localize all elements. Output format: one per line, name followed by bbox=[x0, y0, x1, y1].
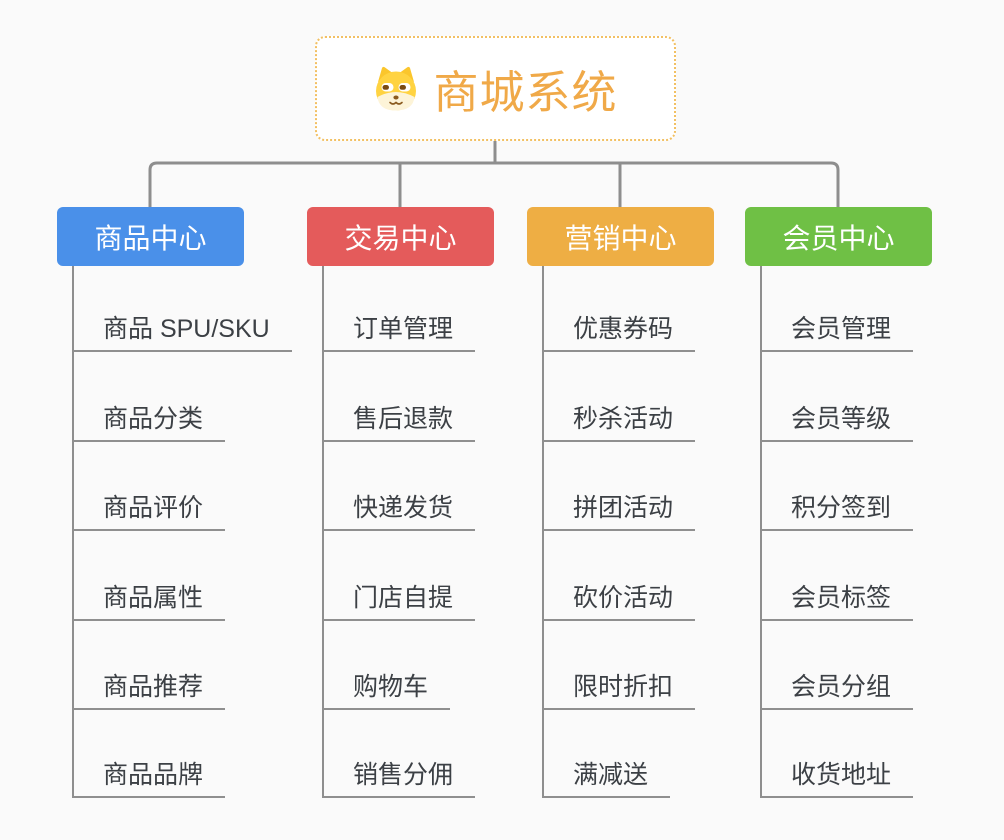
branch-2: 营销中心优惠券码秒杀活动拼团活动砍价活动限时折扣满减送 bbox=[527, 207, 714, 798]
branch-rail-line bbox=[148, 161, 840, 207]
subtopic-item[interactable]: 商品 SPU/SKU bbox=[73, 309, 292, 352]
subtopic-item[interactable]: 优惠券码 bbox=[543, 309, 696, 352]
subtopic-item[interactable]: 会员管理 bbox=[761, 309, 914, 352]
subtopic-item[interactable]: 秒杀活动 bbox=[543, 399, 696, 442]
branch-3: 会员中心会员管理会员等级积分签到会员标签会员分组收货地址 bbox=[745, 207, 932, 798]
branch-node[interactable]: 交易中心 bbox=[307, 207, 494, 266]
subtopic-item[interactable]: 门店自提 bbox=[323, 578, 476, 621]
subtopic-item[interactable]: 快递发货 bbox=[323, 488, 476, 531]
dog-icon bbox=[376, 66, 417, 110]
subtopic-item[interactable]: 砍价活动 bbox=[543, 578, 696, 621]
branch-node[interactable]: 会员中心 bbox=[745, 207, 932, 266]
subtopic-item[interactable]: 商品分类 bbox=[73, 399, 226, 442]
branch-node[interactable]: 营销中心 bbox=[527, 207, 714, 266]
branch-node[interactable]: 商品中心 bbox=[57, 207, 244, 266]
branch-connector-line bbox=[760, 266, 762, 798]
subtopic-item[interactable]: 会员等级 bbox=[761, 399, 914, 442]
branch-connector-line bbox=[542, 266, 544, 798]
branch-0: 商品中心商品 SPU/SKU 商品分类商品评价商品属性商品推荐商品品牌 bbox=[57, 207, 292, 798]
subtopic-item[interactable]: 售后退款 bbox=[323, 399, 476, 442]
subtopic-item[interactable]: 会员分组 bbox=[761, 667, 914, 710]
subtopic-item[interactable]: 商品品牌 bbox=[73, 755, 226, 798]
subtopic-item[interactable]: 购物车 bbox=[323, 667, 451, 710]
connector-lines bbox=[148, 141, 840, 207]
root-node[interactable]: 商城系统 bbox=[315, 36, 676, 141]
subtopic-item[interactable]: 商品推荐 bbox=[73, 667, 226, 710]
subtopic-item[interactable]: 限时折扣 bbox=[543, 667, 696, 710]
branch-connector-line bbox=[322, 266, 324, 798]
subtopic-item[interactable]: 拼团活动 bbox=[543, 488, 696, 531]
branch-1: 交易中心订单管理售后退款快递发货门店自提购物车销售分佣 bbox=[307, 207, 494, 798]
subtopic-item[interactable]: 会员标签 bbox=[761, 578, 914, 621]
subtopic-item[interactable]: 商品评价 bbox=[73, 488, 226, 531]
branch-connector-line bbox=[72, 266, 74, 798]
subtopic-item[interactable]: 收货地址 bbox=[761, 755, 914, 798]
subtopic-item[interactable]: 积分签到 bbox=[761, 488, 914, 531]
subtopic-item[interactable]: 订单管理 bbox=[323, 309, 476, 352]
subtopic-item[interactable]: 销售分佣 bbox=[323, 755, 476, 798]
root-title: 商城系统 bbox=[433, 67, 618, 118]
subtopic-item[interactable]: 商品属性 bbox=[73, 578, 226, 621]
subtopic-item[interactable]: 满减送 bbox=[543, 755, 671, 798]
